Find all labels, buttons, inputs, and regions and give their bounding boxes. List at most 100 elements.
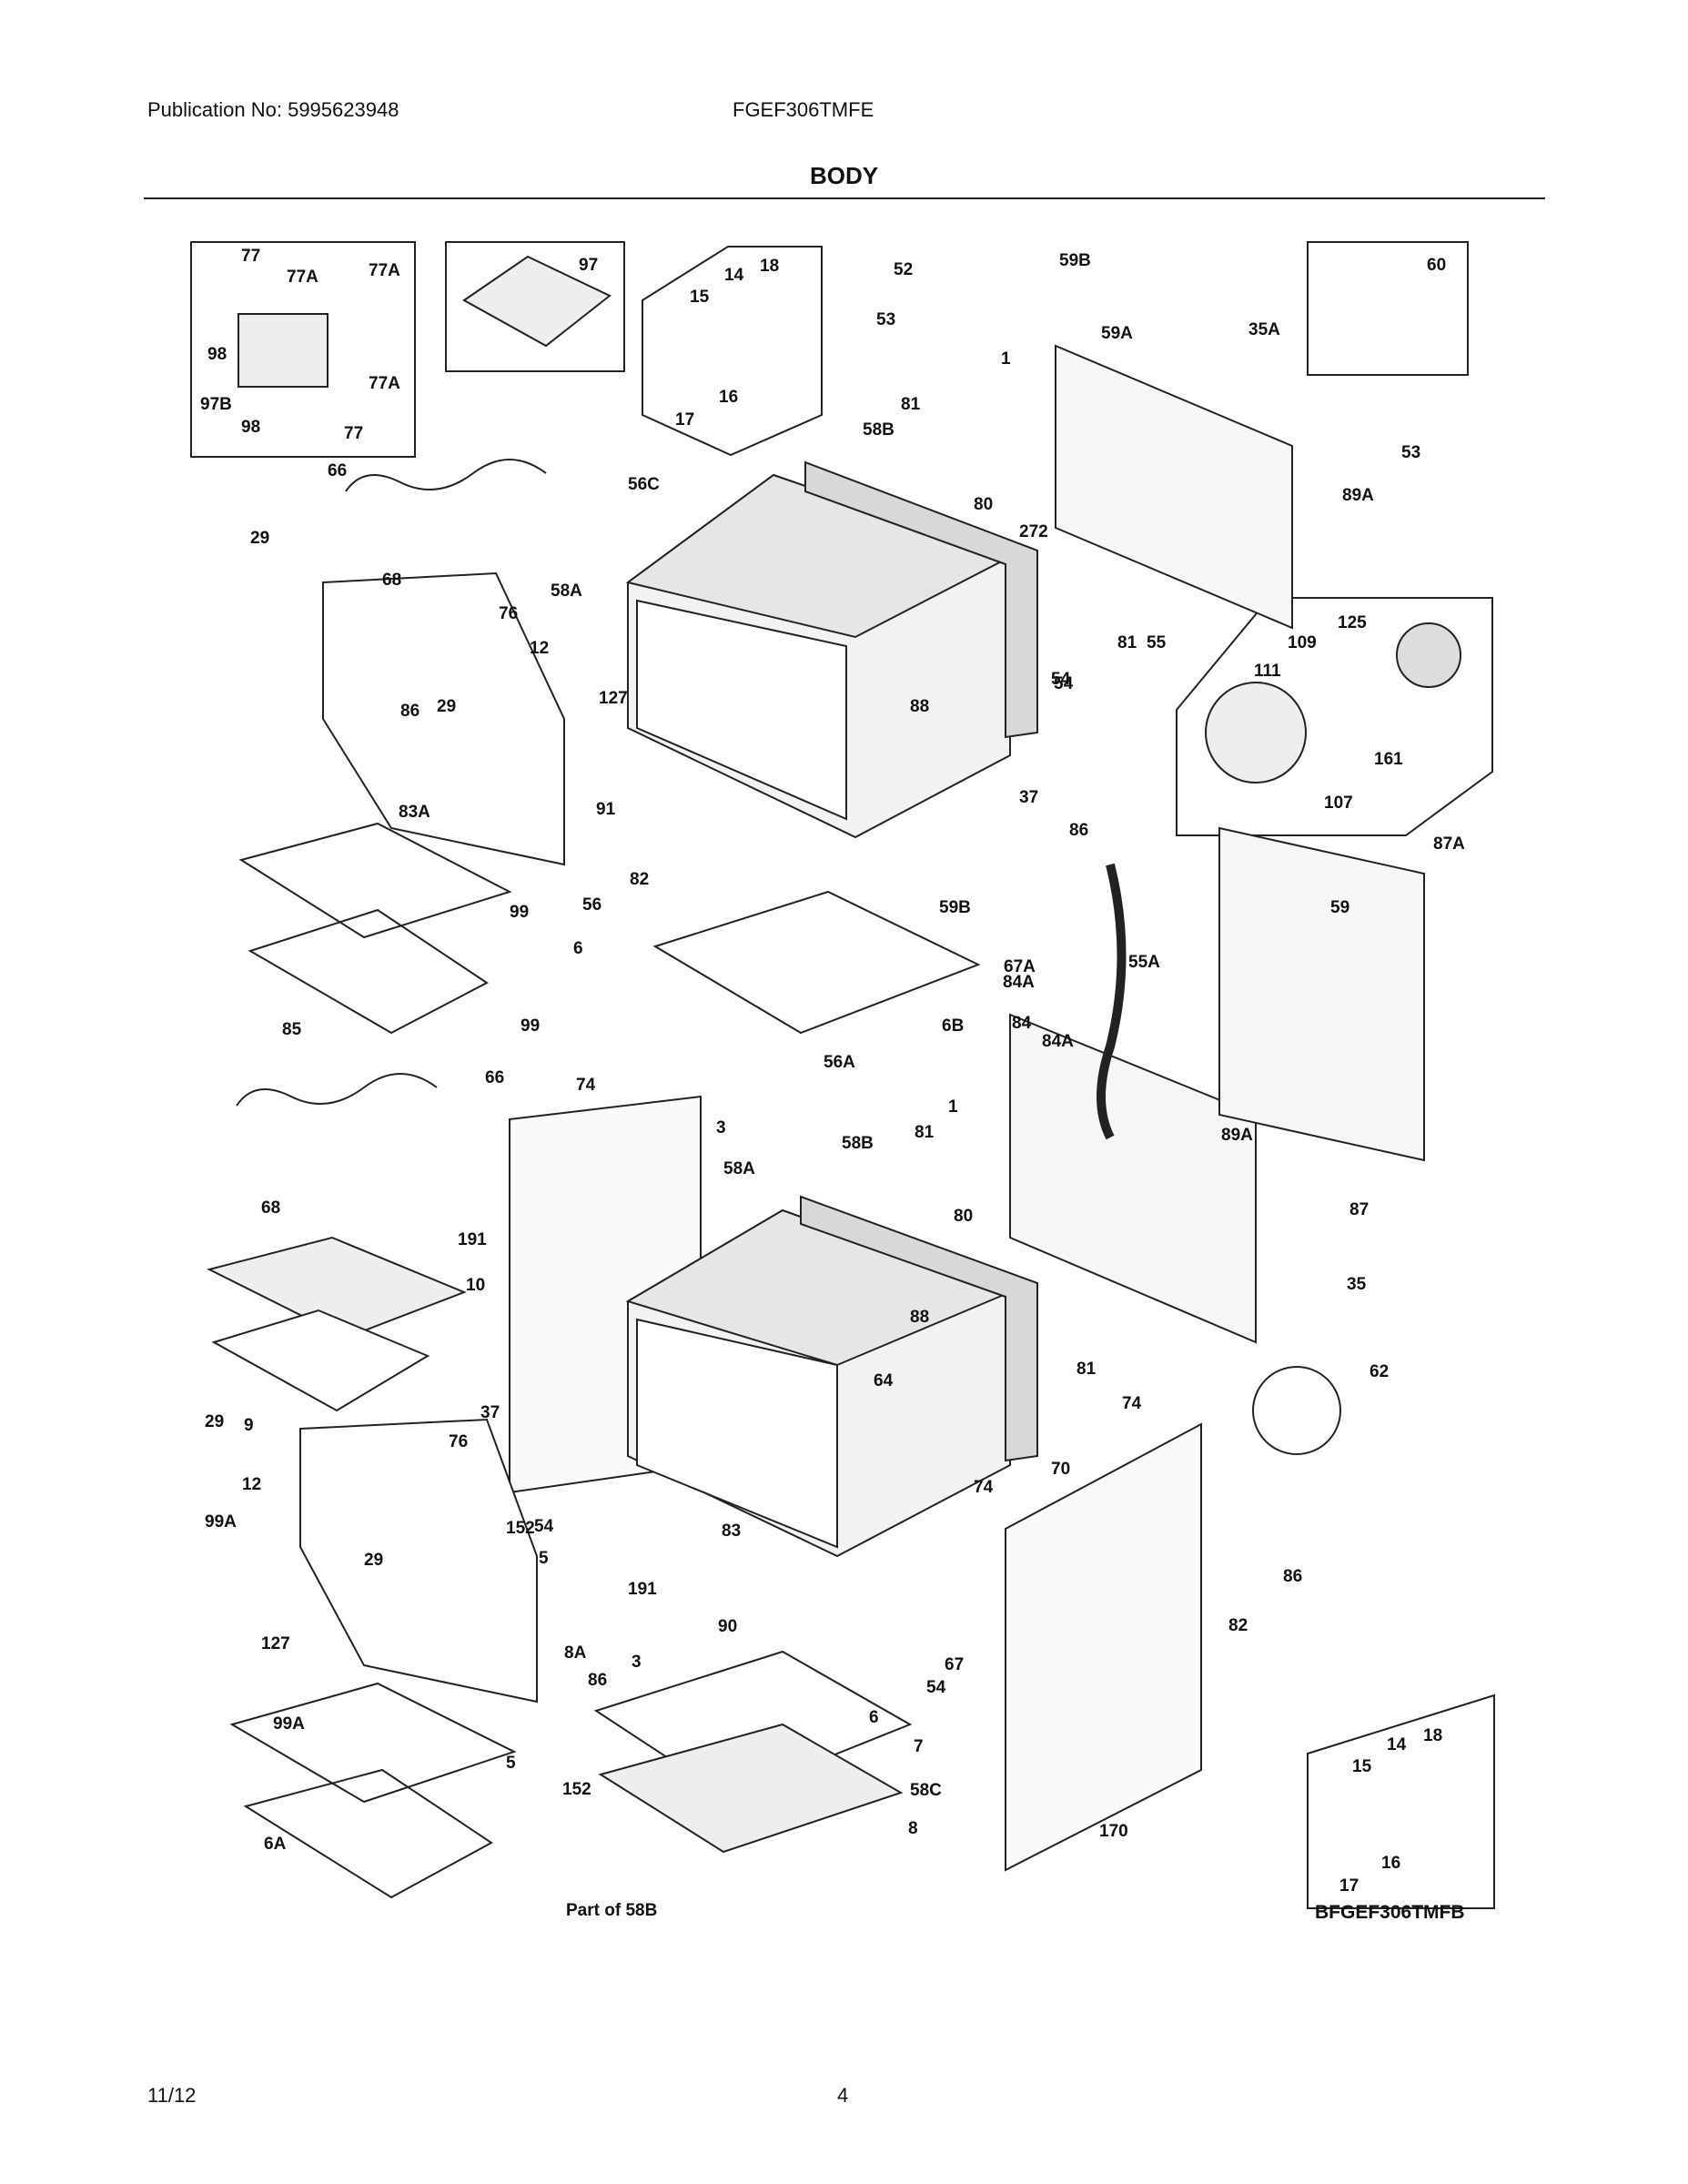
part-label-upper-area: 83A [399, 803, 430, 822]
part-label-lower-area: 7 [914, 1737, 924, 1756]
part-label-upper-area: 272 [1019, 522, 1048, 541]
lower-broil-element-66 [236, 1073, 438, 1107]
lower-rack-6 [229, 1682, 517, 1804]
lamp-inset-box-bottom [1307, 1694, 1495, 1909]
part-label-upper-area: 55A [1128, 953, 1160, 972]
part-label-lower-area: 64 [874, 1371, 894, 1390]
part-label-lamp-box-bottom: 15 [1352, 1757, 1372, 1776]
terminal-block-inset [1252, 1366, 1341, 1455]
part-label-lower-area: 29 [205, 1412, 224, 1431]
part-label-upper-area: 87A [1433, 834, 1465, 854]
upper-element-tray [652, 890, 981, 1035]
part-label-upper-area: 84A [1003, 973, 1035, 992]
part-label-lower-area: 3 [716, 1118, 726, 1138]
part-label-top-left-box: 77A [369, 374, 400, 393]
part-label-upper-area: 76 [499, 604, 518, 623]
part-label-lamp-box-top: 15 [690, 288, 710, 307]
part-label-upper-area: 56 [582, 895, 601, 915]
part-label-upper-area: 88 [910, 697, 929, 716]
part-label-lower-area: 127 [261, 1634, 290, 1653]
lamp-inset-box-top [642, 246, 823, 457]
rear-cover-panel [1218, 826, 1425, 1162]
part-label-lower-area: 58A [723, 1159, 755, 1178]
part-label-lower-area: 170 [1099, 1822, 1128, 1841]
part-label-lower-area: 68 [261, 1198, 280, 1218]
part-label-bracket-box: 60 [1427, 256, 1446, 275]
part-label-lower-area: 62 [1370, 1362, 1389, 1381]
part-label-upper-area: 58A [551, 581, 582, 601]
part-label-top-left-box: 77 [344, 424, 363, 443]
part-label-fan-box: 111 [1254, 662, 1281, 681]
part-label-lower-area: 81 [915, 1123, 935, 1142]
footer-date: 11/12 [147, 2084, 197, 2107]
part-label-lower-area: 5 [539, 1549, 549, 1568]
part-label-lower-area: 29 [364, 1551, 383, 1570]
part-label-lower-area: 54 [534, 1517, 554, 1536]
part-label-upper-area: 86 [1069, 821, 1088, 840]
part-label-lower-area: 99A [273, 1714, 305, 1734]
right-side-panel [1005, 1422, 1202, 1872]
part-label-top-left-box: 97B [200, 395, 232, 414]
upper-rear-panel [1055, 344, 1293, 630]
part-label-upper-area: 1 [1001, 349, 1011, 369]
part-label-lamp-box-top: 14 [724, 266, 744, 285]
part-label-lower-area: 90 [718, 1617, 737, 1636]
part-label-upper-area: 81 [1117, 633, 1137, 652]
upper-rack-6 [238, 822, 512, 939]
part-label-upper-area: 6B [942, 1016, 964, 1036]
part-label-upper-area: 67A [1004, 957, 1036, 976]
relay-board-shape [238, 313, 329, 388]
lower-rear-panel [1009, 1013, 1257, 1344]
part-label-lower-area: 12 [242, 1475, 261, 1494]
part-label-upper-area: 56C [628, 475, 660, 494]
part-label-upper-area: 37 [1019, 788, 1038, 807]
lower-oven-opening [636, 1318, 838, 1549]
part-label-lamp-box-top: 17 [675, 410, 694, 430]
part-label-lower-area: 10 [466, 1276, 485, 1295]
part-label-lower-area: 89A [1221, 1126, 1253, 1145]
upper-door-frame [322, 571, 565, 866]
convection-motor [1396, 622, 1461, 688]
part-label-lower-area: 6 [869, 1708, 879, 1727]
part-label-top-left-box: 77 [241, 247, 260, 266]
lower-rack-6A [243, 1768, 493, 1899]
part-label-lower-area: 74 [576, 1076, 596, 1095]
part-label-lower-area: 58C [910, 1781, 942, 1800]
control-board-shape [462, 255, 612, 348]
lower-door-frame [299, 1418, 538, 1704]
part-label-upper-area: 12 [530, 639, 549, 658]
part-label-lower-area: 88 [910, 1308, 929, 1327]
part-label-lower-area: 6A [264, 1835, 287, 1854]
part-label-lower-area: 3 [632, 1653, 642, 1672]
control-board-inset-box [445, 241, 625, 372]
upper-broil-element-66 [345, 459, 547, 492]
relay-board-inset-box [190, 241, 416, 458]
part-label-top-left-box: 77A [369, 261, 400, 280]
diagram-code: BFGEF306TMFB [1315, 1902, 1465, 1923]
part-label-upper-area: 81 [901, 395, 921, 414]
part-label-lower-area: 152 [506, 1519, 535, 1538]
part-label-upper-area: 35A [1248, 320, 1280, 339]
part-label-lower-area: 9 [244, 1416, 254, 1435]
upper-oven-opening [636, 599, 847, 821]
part-label-upper-area: 29 [250, 529, 269, 548]
part-label-upper-area: 85 [282, 1020, 302, 1039]
part-label-upper-area: 99 [521, 1016, 540, 1036]
publication-number: Publication No: 5995623948 [147, 98, 399, 121]
part-label-upper-area: 55 [1147, 633, 1167, 652]
part-label-lower-area: 80 [954, 1207, 973, 1226]
broiler-pan [211, 1309, 430, 1412]
part-label-upper-area: 91 [596, 800, 616, 819]
part-label-lower-area: 83 [722, 1522, 741, 1541]
part-label-upper-area: 89A [1342, 486, 1374, 505]
part-label-fan-box: 161 [1374, 750, 1403, 769]
vent-duct-59 [1097, 863, 1127, 1140]
part-label-upper-area: 53 [1401, 443, 1420, 462]
part-label-lower-area: 8A [564, 1643, 587, 1663]
part-label-fan-box: 125 [1338, 613, 1367, 632]
section-title: BODY [809, 162, 879, 189]
part-label-fan-box: 107 [1324, 794, 1353, 813]
part-label-lower-area: 54 [926, 1678, 946, 1697]
part-label-lower-area: 8 [908, 1819, 918, 1838]
part-label-lower-area: 152 [562, 1780, 591, 1799]
